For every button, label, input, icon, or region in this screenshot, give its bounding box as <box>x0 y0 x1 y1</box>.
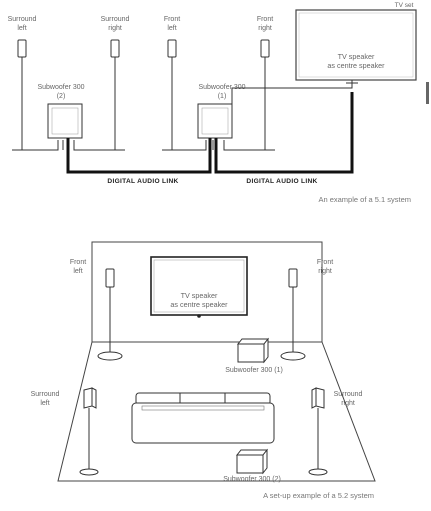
speaker-cables <box>12 62 353 151</box>
speaker-front-left <box>167 39 177 62</box>
surround-left-label-line2: left <box>40 400 49 407</box>
tv-speaker-label-line2: as centre speaker <box>170 300 228 309</box>
subwoofer-2-box <box>47 103 83 139</box>
caption-5-2: A set-up example of a 5.2 system <box>263 491 374 500</box>
front-left-label-line1: Front <box>70 259 86 266</box>
digital-audio-link-label-1: DIGITAL AUDIO LINK <box>107 178 178 185</box>
surround-left-label-line2: left <box>17 25 26 32</box>
tv-set-label: TV set <box>395 2 414 9</box>
front-left-label-line2: left <box>167 25 176 32</box>
surround-right-label-line1: Surround <box>101 16 130 23</box>
tv-set-room: TV speaker as centre speaker <box>150 256 248 318</box>
front-right-label-line1: Front <box>317 259 333 266</box>
speaker-front-left-stand <box>97 268 123 361</box>
tv-set: TV set TV speaker as centre speaker <box>295 2 417 84</box>
speaker-front-right-stand <box>280 268 306 361</box>
speaker-surround-left <box>17 39 27 62</box>
front-right-label-line2: right <box>258 25 272 32</box>
subwoofer-1-room <box>236 337 270 364</box>
diagram-5-2: TV speaker as centre speaker Front left … <box>31 241 376 500</box>
subwoofer-1-box <box>197 103 233 139</box>
speaker-front-right <box>260 39 270 62</box>
subwoofer-1-label-line2: (1) <box>218 93 227 100</box>
front-right-label-line1: Front <box>257 16 273 23</box>
tv-speaker-label-line1: TV speaker <box>338 52 375 61</box>
diagram-5-1: TV set TV speaker as centre speaker Surr… <box>8 2 417 204</box>
front-left-label-line1: Front <box>164 16 180 23</box>
sofa <box>131 392 275 444</box>
subwoofer-2-room <box>235 448 269 475</box>
speaker-surround-right <box>110 39 120 62</box>
subwoofer-1-label-line1: Subwoofer 300 <box>198 84 245 91</box>
subwoofer-1-label: Subwoofer 300 (1) <box>225 367 283 374</box>
speaker-surround-left-stand <box>79 387 99 476</box>
subwoofer-2-label: Subwoofer 300 (2) <box>223 476 281 483</box>
room-outline <box>57 241 376 482</box>
digital-audio-link-label-2: DIGITAL AUDIO LINK <box>246 178 317 185</box>
surround-left-label-line1: Surround <box>31 391 60 398</box>
page-marker <box>426 82 429 104</box>
speaker-surround-right-stand <box>308 387 328 476</box>
surround-right-label-line2: right <box>108 25 122 32</box>
caption-5-1: An example of a 5.1 system <box>318 195 411 204</box>
tv-speaker-label-line2: as centre speaker <box>327 61 385 70</box>
digital-audio-links <box>62 92 354 174</box>
surround-right-label-line2: right <box>341 400 355 407</box>
tv-speaker-label-line1: TV speaker <box>181 291 218 300</box>
surround-right-label-line1: Surround <box>334 391 363 398</box>
subwoofer-2-label-line2: (2) <box>57 93 66 100</box>
front-left-label-line2: left <box>73 268 82 275</box>
surround-left-label-line1: Surround <box>8 16 37 23</box>
front-right-label-line2: right <box>318 268 332 275</box>
subwoofer-2-label-line1: Subwoofer 300 <box>37 84 84 91</box>
